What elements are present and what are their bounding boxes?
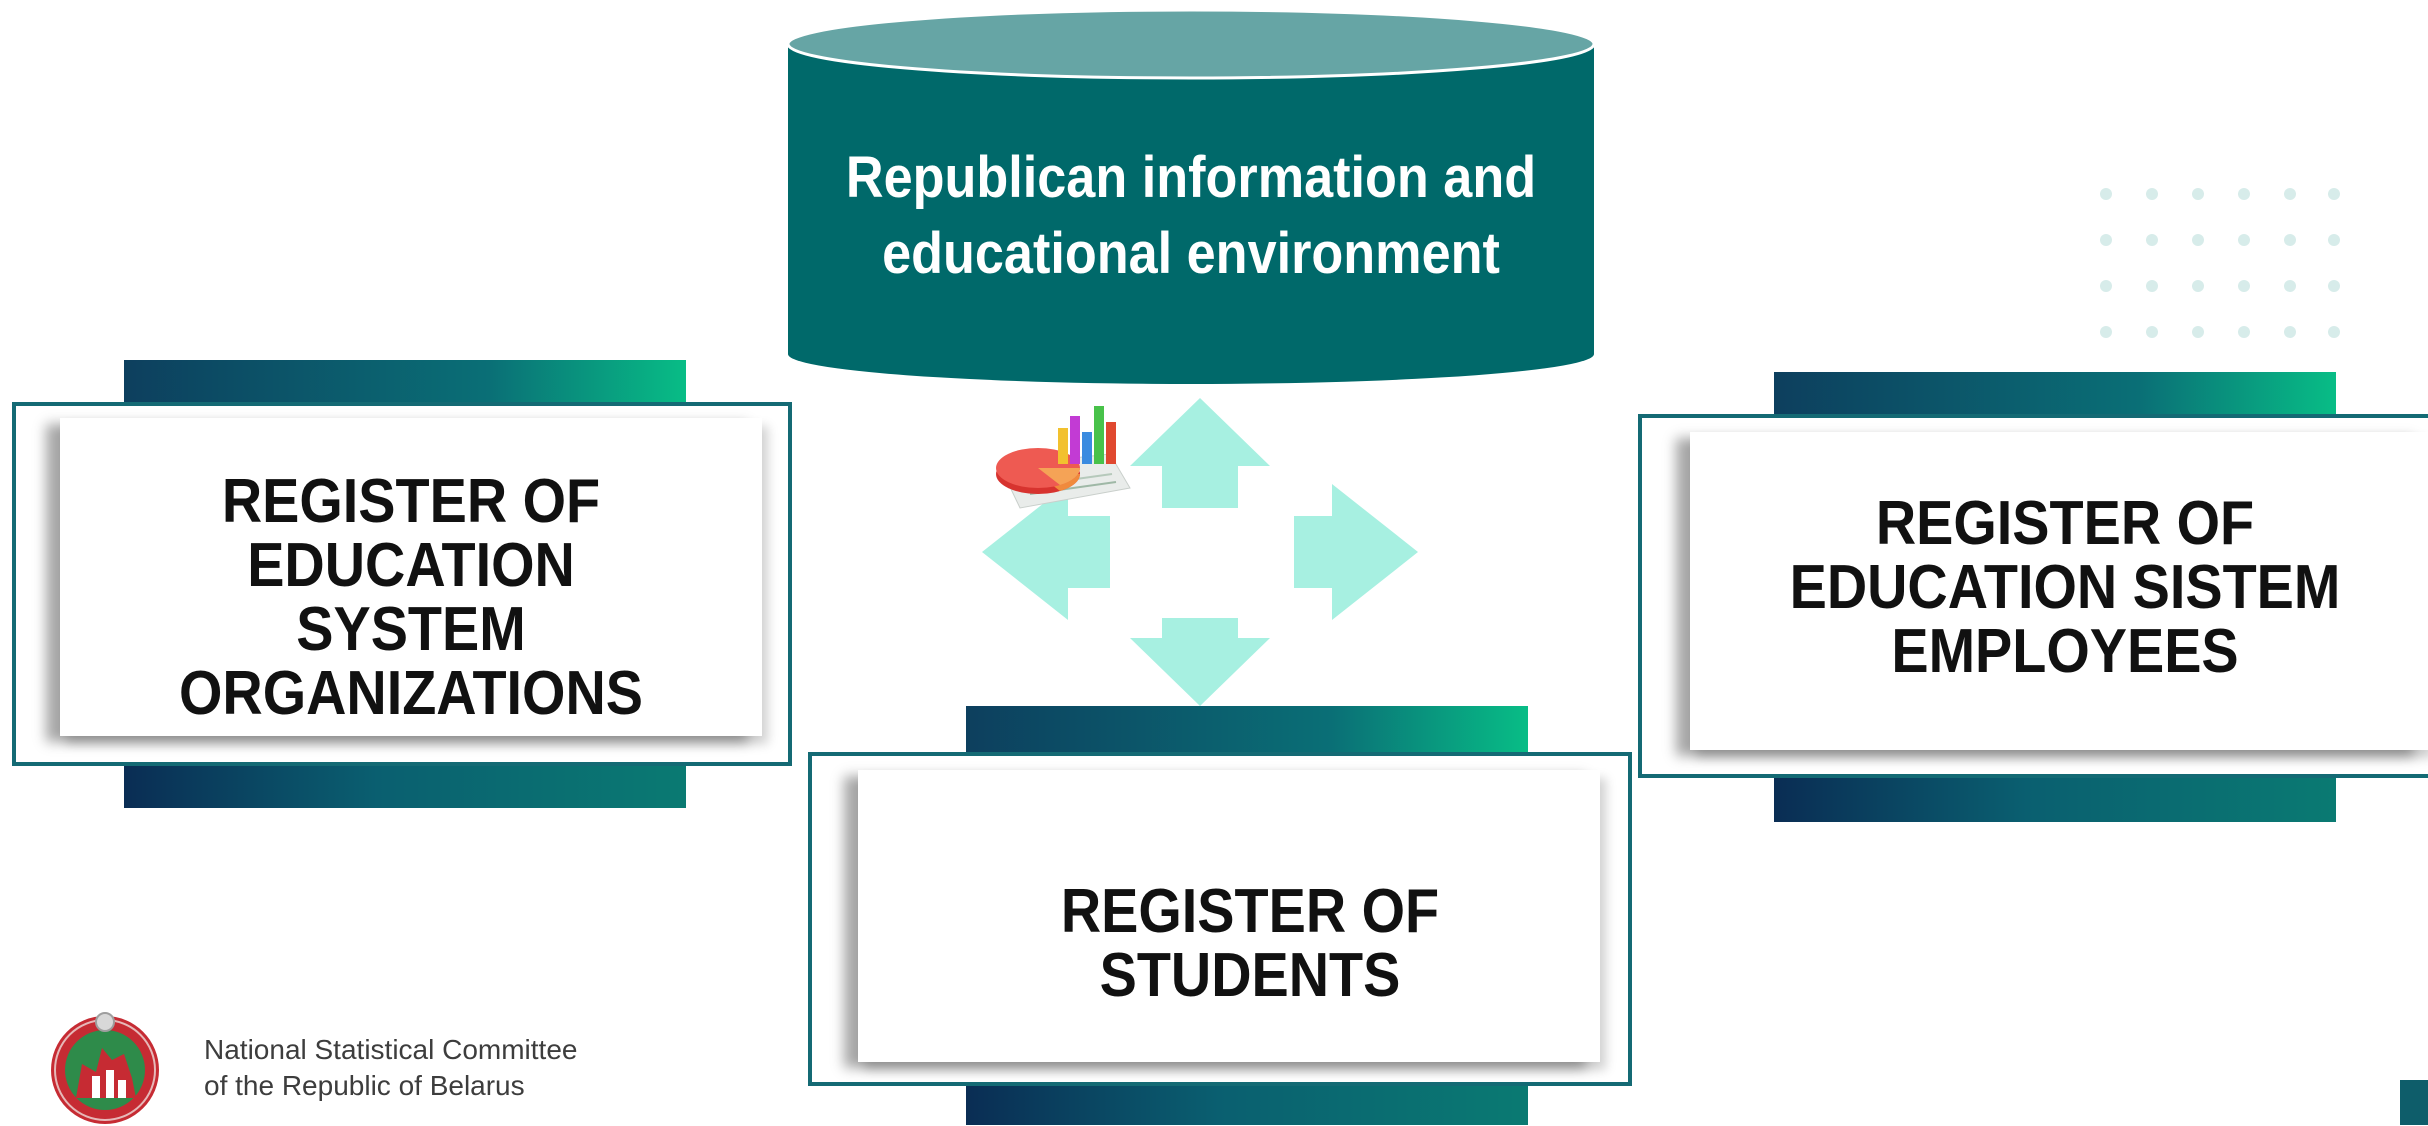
dot	[2192, 234, 2204, 246]
organization-name: National Statistical Committee of the Re…	[204, 1032, 577, 1104]
dot	[2238, 280, 2250, 292]
dot	[2146, 188, 2158, 200]
dot	[2146, 326, 2158, 338]
register-card	[1690, 432, 2428, 750]
cylinder-title-line2: educational environment	[882, 221, 1500, 286]
arrow-up-icon	[1130, 398, 1270, 508]
organization-name-line2: of the Republic of Belarus	[204, 1070, 525, 1101]
register-title: REGISTER OF STUDENTS	[917, 880, 1583, 1008]
arrow-left-icon	[982, 484, 1110, 620]
dot	[2284, 280, 2296, 292]
dot	[2192, 188, 2204, 200]
register-title-line2: SYSTEM ORGANIZATIONS	[179, 595, 643, 728]
register-title-line3: EMPLOYEES	[1891, 617, 2239, 686]
register-card	[60, 418, 762, 736]
dot	[2284, 326, 2296, 338]
dot	[2328, 280, 2340, 292]
dot	[2192, 326, 2204, 338]
dot	[2146, 280, 2158, 292]
register-title-line1: REGISTER OF	[1875, 489, 2255, 558]
register-title: REGISTER OF EDUCATION SYSTEM ORGANIZATIO…	[77, 470, 745, 726]
emblem-logo-icon	[51, 1012, 159, 1124]
dot	[2100, 280, 2112, 292]
arrows-shape	[982, 398, 1418, 706]
dot	[2238, 234, 2250, 246]
register-top-bar	[124, 360, 686, 404]
corner-accent	[2400, 1080, 2428, 1125]
register-top-bar	[1774, 372, 2336, 416]
arrow-down-icon	[1130, 618, 1270, 706]
register-title-line1: REGISTER OF STUDENTS	[1060, 877, 1440, 1010]
dot	[2238, 326, 2250, 338]
dot-grid	[2100, 188, 2340, 348]
database-cylinder: Republican information and educational e…	[786, 8, 1596, 386]
dot	[2238, 188, 2250, 200]
dot	[2284, 234, 2296, 246]
dot	[2328, 326, 2340, 338]
dot	[2328, 188, 2340, 200]
cylinder-title-line1: Republican information and	[845, 145, 1537, 210]
register-card	[858, 770, 1600, 1062]
register-title-line2: EDUCATION SISTEM	[1789, 553, 2341, 622]
register-top-bar	[966, 706, 1528, 752]
cylinder-title: Republican information and educational e…	[827, 140, 1556, 292]
dot	[2100, 188, 2112, 200]
register-title: REGISTER OF EDUCATION SISTEM EMPLOYEES	[1764, 492, 2367, 684]
four-way-arrows	[980, 396, 1420, 708]
dot	[2284, 188, 2296, 200]
register-title-line1: REGISTER OF EDUCATION	[221, 467, 601, 600]
organization-name-line1: National Statistical Committee	[204, 1034, 578, 1065]
dot	[2100, 234, 2112, 246]
arrow-right-icon	[1294, 484, 1418, 620]
cylinder-shape	[786, 8, 1596, 384]
dot	[2146, 234, 2158, 246]
dot	[2100, 326, 2112, 338]
dot	[2328, 234, 2340, 246]
dot	[2192, 280, 2204, 292]
chart-icon	[996, 406, 1131, 509]
